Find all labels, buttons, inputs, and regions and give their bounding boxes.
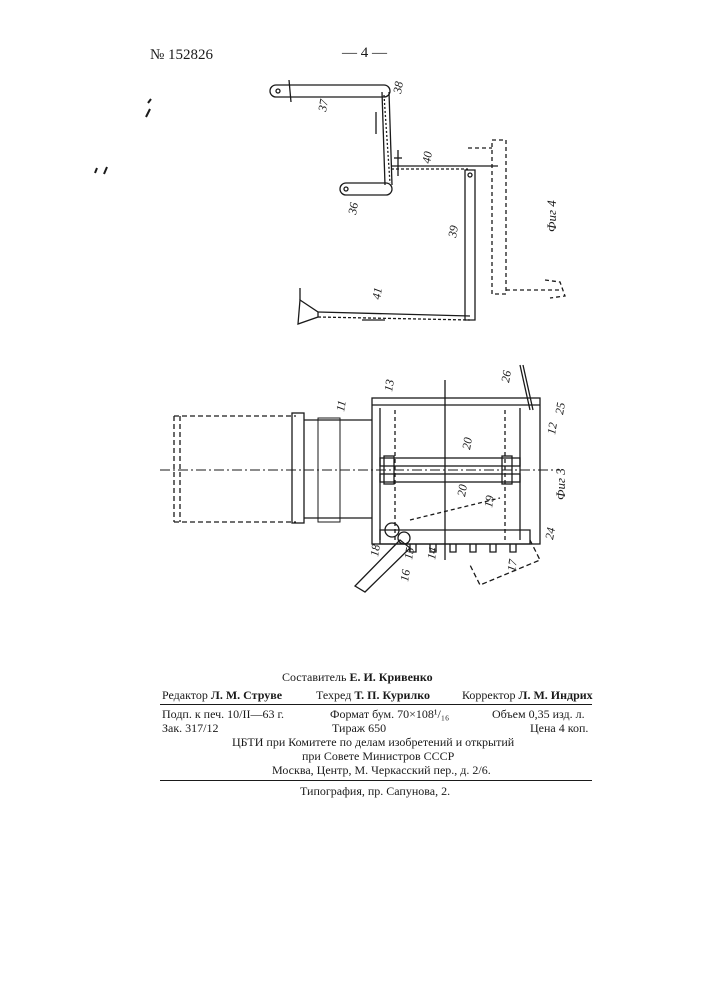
label-24: 24	[542, 526, 558, 540]
imprint-divider-bottom	[160, 780, 592, 781]
printing-house: Типография, пр. Сапунова, 2.	[300, 784, 450, 799]
figure-3-drawing	[160, 365, 560, 592]
label-13: 13	[381, 378, 397, 392]
signed-to-print: Подп. к печ. 10/II—63 г.	[162, 707, 284, 722]
label-26: 26	[498, 369, 514, 383]
compiler-label: Составитель	[282, 670, 346, 684]
label-39: 39	[445, 224, 461, 239]
label-36: 36	[345, 201, 361, 216]
figure-3-caption: Фиг 3	[553, 468, 568, 500]
figure-4-labels: 37 38 40 36 39 41 Фиг 4	[315, 80, 559, 300]
price: Цена 4 коп.	[530, 721, 588, 736]
editor-line: Редактор Л. М. Струве	[162, 688, 282, 703]
label-18: 18	[367, 543, 383, 557]
figure-4-drawing	[95, 80, 565, 324]
label-20-a: 20	[459, 436, 475, 450]
label-11: 11	[333, 399, 349, 412]
corrector-name: Л. М. Индрих	[519, 688, 593, 702]
label-25: 25	[552, 401, 568, 415]
label-16: 16	[397, 568, 413, 582]
figure-4-caption: Фиг 4	[544, 200, 559, 232]
techred-line: Техред Т. П. Курилко	[316, 688, 430, 703]
label-41: 41	[369, 286, 385, 300]
techred-label: Техред	[316, 688, 351, 702]
compiler-line: Составитель Е. И. Кривенко	[282, 670, 433, 685]
corrector-label: Корректор	[462, 688, 516, 702]
label-40: 40	[419, 150, 435, 164]
org-line-2: при Совете Министров СССР	[302, 749, 454, 764]
imprint-divider-top	[160, 704, 592, 705]
label-14: 14	[424, 546, 440, 560]
label-37: 37	[315, 97, 331, 113]
volume: Объем 0,35 изд. л.	[492, 707, 585, 722]
label-17: 17	[504, 557, 520, 572]
editor-name: Л. М. Струве	[211, 688, 282, 702]
label-12: 12	[544, 421, 560, 435]
format: Формат бум. 70×108¹/₁₆	[330, 707, 449, 722]
org-line-3: Москва, Центр, М. Черкасский пер., д. 2/…	[272, 763, 491, 778]
corrector-line: Корректор Л. М. Индрих	[462, 688, 593, 703]
label-38: 38	[390, 80, 406, 95]
label-15: 15	[401, 546, 417, 560]
label-19: 19	[481, 494, 497, 508]
compiler-name: Е. И. Кривенко	[349, 670, 432, 684]
label-20-b: 20	[454, 483, 470, 497]
editor-label: Редактор	[162, 688, 208, 702]
techred-name: Т. П. Курилко	[354, 688, 430, 702]
order-number: Зак. 317/12	[162, 721, 219, 736]
org-line-1: ЦБТИ при Комитете по делам изобретений и…	[232, 735, 514, 750]
circulation: Тираж 650	[332, 721, 386, 736]
